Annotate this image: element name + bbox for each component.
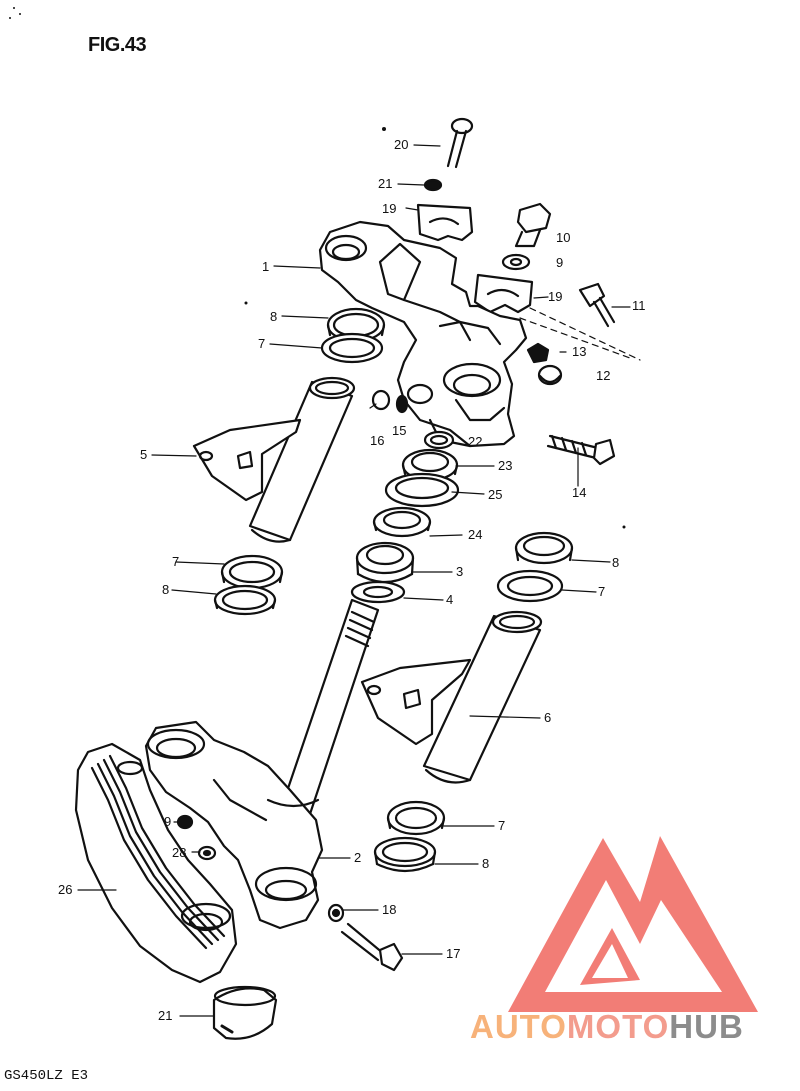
callout-3: 3 xyxy=(456,564,464,579)
part-7-seal-lower-right xyxy=(386,800,446,836)
part-7-seal-upper-left xyxy=(320,332,384,364)
part-17-bolt xyxy=(340,922,404,972)
callout-15: 15 xyxy=(392,423,407,438)
callout-8-right-middle: 8 xyxy=(612,555,620,570)
part-14-bolt xyxy=(546,434,616,466)
callout-23: 23 xyxy=(498,458,513,473)
callout-12: 12 xyxy=(596,368,611,383)
callout-28: 28 xyxy=(172,845,187,860)
callout-10: 10 xyxy=(556,230,571,245)
part-10-bolt xyxy=(514,202,552,248)
part-9-washer xyxy=(501,253,531,271)
callout-7-left-middle: 7 xyxy=(172,554,180,569)
callout-7-lower-right: 7 xyxy=(498,818,506,833)
part-8-bushing-left-middle xyxy=(213,584,277,616)
watermark-part-hub: HUB xyxy=(669,1008,744,1045)
callout-8-upper-left: 8 xyxy=(270,309,278,324)
stray-marks xyxy=(9,7,626,529)
callout-7-upper-left: 7 xyxy=(258,336,266,351)
part-6-right-fork-tube xyxy=(360,610,543,784)
callout-18: 18 xyxy=(382,902,397,917)
callout-11: 11 xyxy=(632,298,646,313)
part-19-handlebar-clamp-a xyxy=(416,203,474,242)
callout-8-lower-right: 8 xyxy=(482,856,490,871)
callout-19-a: 19 xyxy=(382,201,397,216)
callout-6: 6 xyxy=(544,710,552,725)
part-18-nut xyxy=(327,903,345,923)
figure-title: FIG.43 xyxy=(88,34,147,56)
part-16-cap xyxy=(371,389,391,411)
steering-stem-shaft xyxy=(278,598,380,822)
part-13-nut xyxy=(526,342,550,364)
callout-8-left-middle: 8 xyxy=(162,582,170,597)
part-7-seal-left-middle xyxy=(220,554,284,590)
callout-21-lower: 21 xyxy=(158,1008,173,1023)
part-2-lower-bracket xyxy=(144,720,324,930)
callout-19-b: 19 xyxy=(548,289,563,304)
part-21-cap xyxy=(212,985,278,1040)
part-8-bushing-lower-right xyxy=(373,836,437,873)
callout-13: 13 xyxy=(572,344,587,359)
part-9-washer-lower xyxy=(176,814,194,830)
part-12-cap-nut xyxy=(537,364,563,386)
callout-1: 1 xyxy=(262,259,270,274)
part-24-bearing xyxy=(372,506,432,538)
part-28-nut xyxy=(197,845,217,861)
callout-17: 17 xyxy=(446,946,461,961)
part-5-left-fork-tube xyxy=(192,376,356,543)
part-25-race xyxy=(384,472,460,508)
part-11-bolt xyxy=(578,282,616,328)
part-20-bolt xyxy=(446,117,474,169)
callout-2: 2 xyxy=(354,850,362,865)
callout-25: 25 xyxy=(488,487,503,502)
callout-21-upper: 21 xyxy=(378,176,393,191)
part-19-handlebar-clamp-b xyxy=(473,273,534,314)
part-8-bushing-right-middle xyxy=(514,531,574,565)
part-26-cover xyxy=(74,742,238,984)
callout-14: 14 xyxy=(572,485,587,500)
model-code: GS450LZ E3 xyxy=(4,1068,89,1084)
part-4-race xyxy=(350,580,406,604)
watermark-part-auto: AUTO xyxy=(470,1008,567,1045)
callout-9-lower: 9 xyxy=(164,814,172,829)
part-21-washer xyxy=(423,178,443,192)
callout-20: 20 xyxy=(394,137,409,152)
leader-lines xyxy=(77,144,641,1017)
part-3-bearing xyxy=(355,541,415,584)
callout-26: 26 xyxy=(58,882,73,897)
callout-5: 5 xyxy=(140,447,148,462)
part-15-washer xyxy=(395,394,409,414)
part-1-upper-bracket xyxy=(318,220,528,448)
callout-9-upper: 9 xyxy=(556,255,564,270)
watermark-part-moto: MOTO xyxy=(566,1008,670,1045)
callout-7-right-middle: 7 xyxy=(598,584,606,599)
watermark-logo xyxy=(508,836,758,1012)
callout-16: 16 xyxy=(370,433,385,448)
part-7-seal-right-middle xyxy=(496,569,564,603)
callout-4: 4 xyxy=(446,592,454,607)
callout-22: 22 xyxy=(468,434,483,449)
part-22-nut xyxy=(423,430,455,450)
watermark-text: AUTOMOTOHUB xyxy=(470,1008,744,1046)
callout-24: 24 xyxy=(468,527,483,542)
